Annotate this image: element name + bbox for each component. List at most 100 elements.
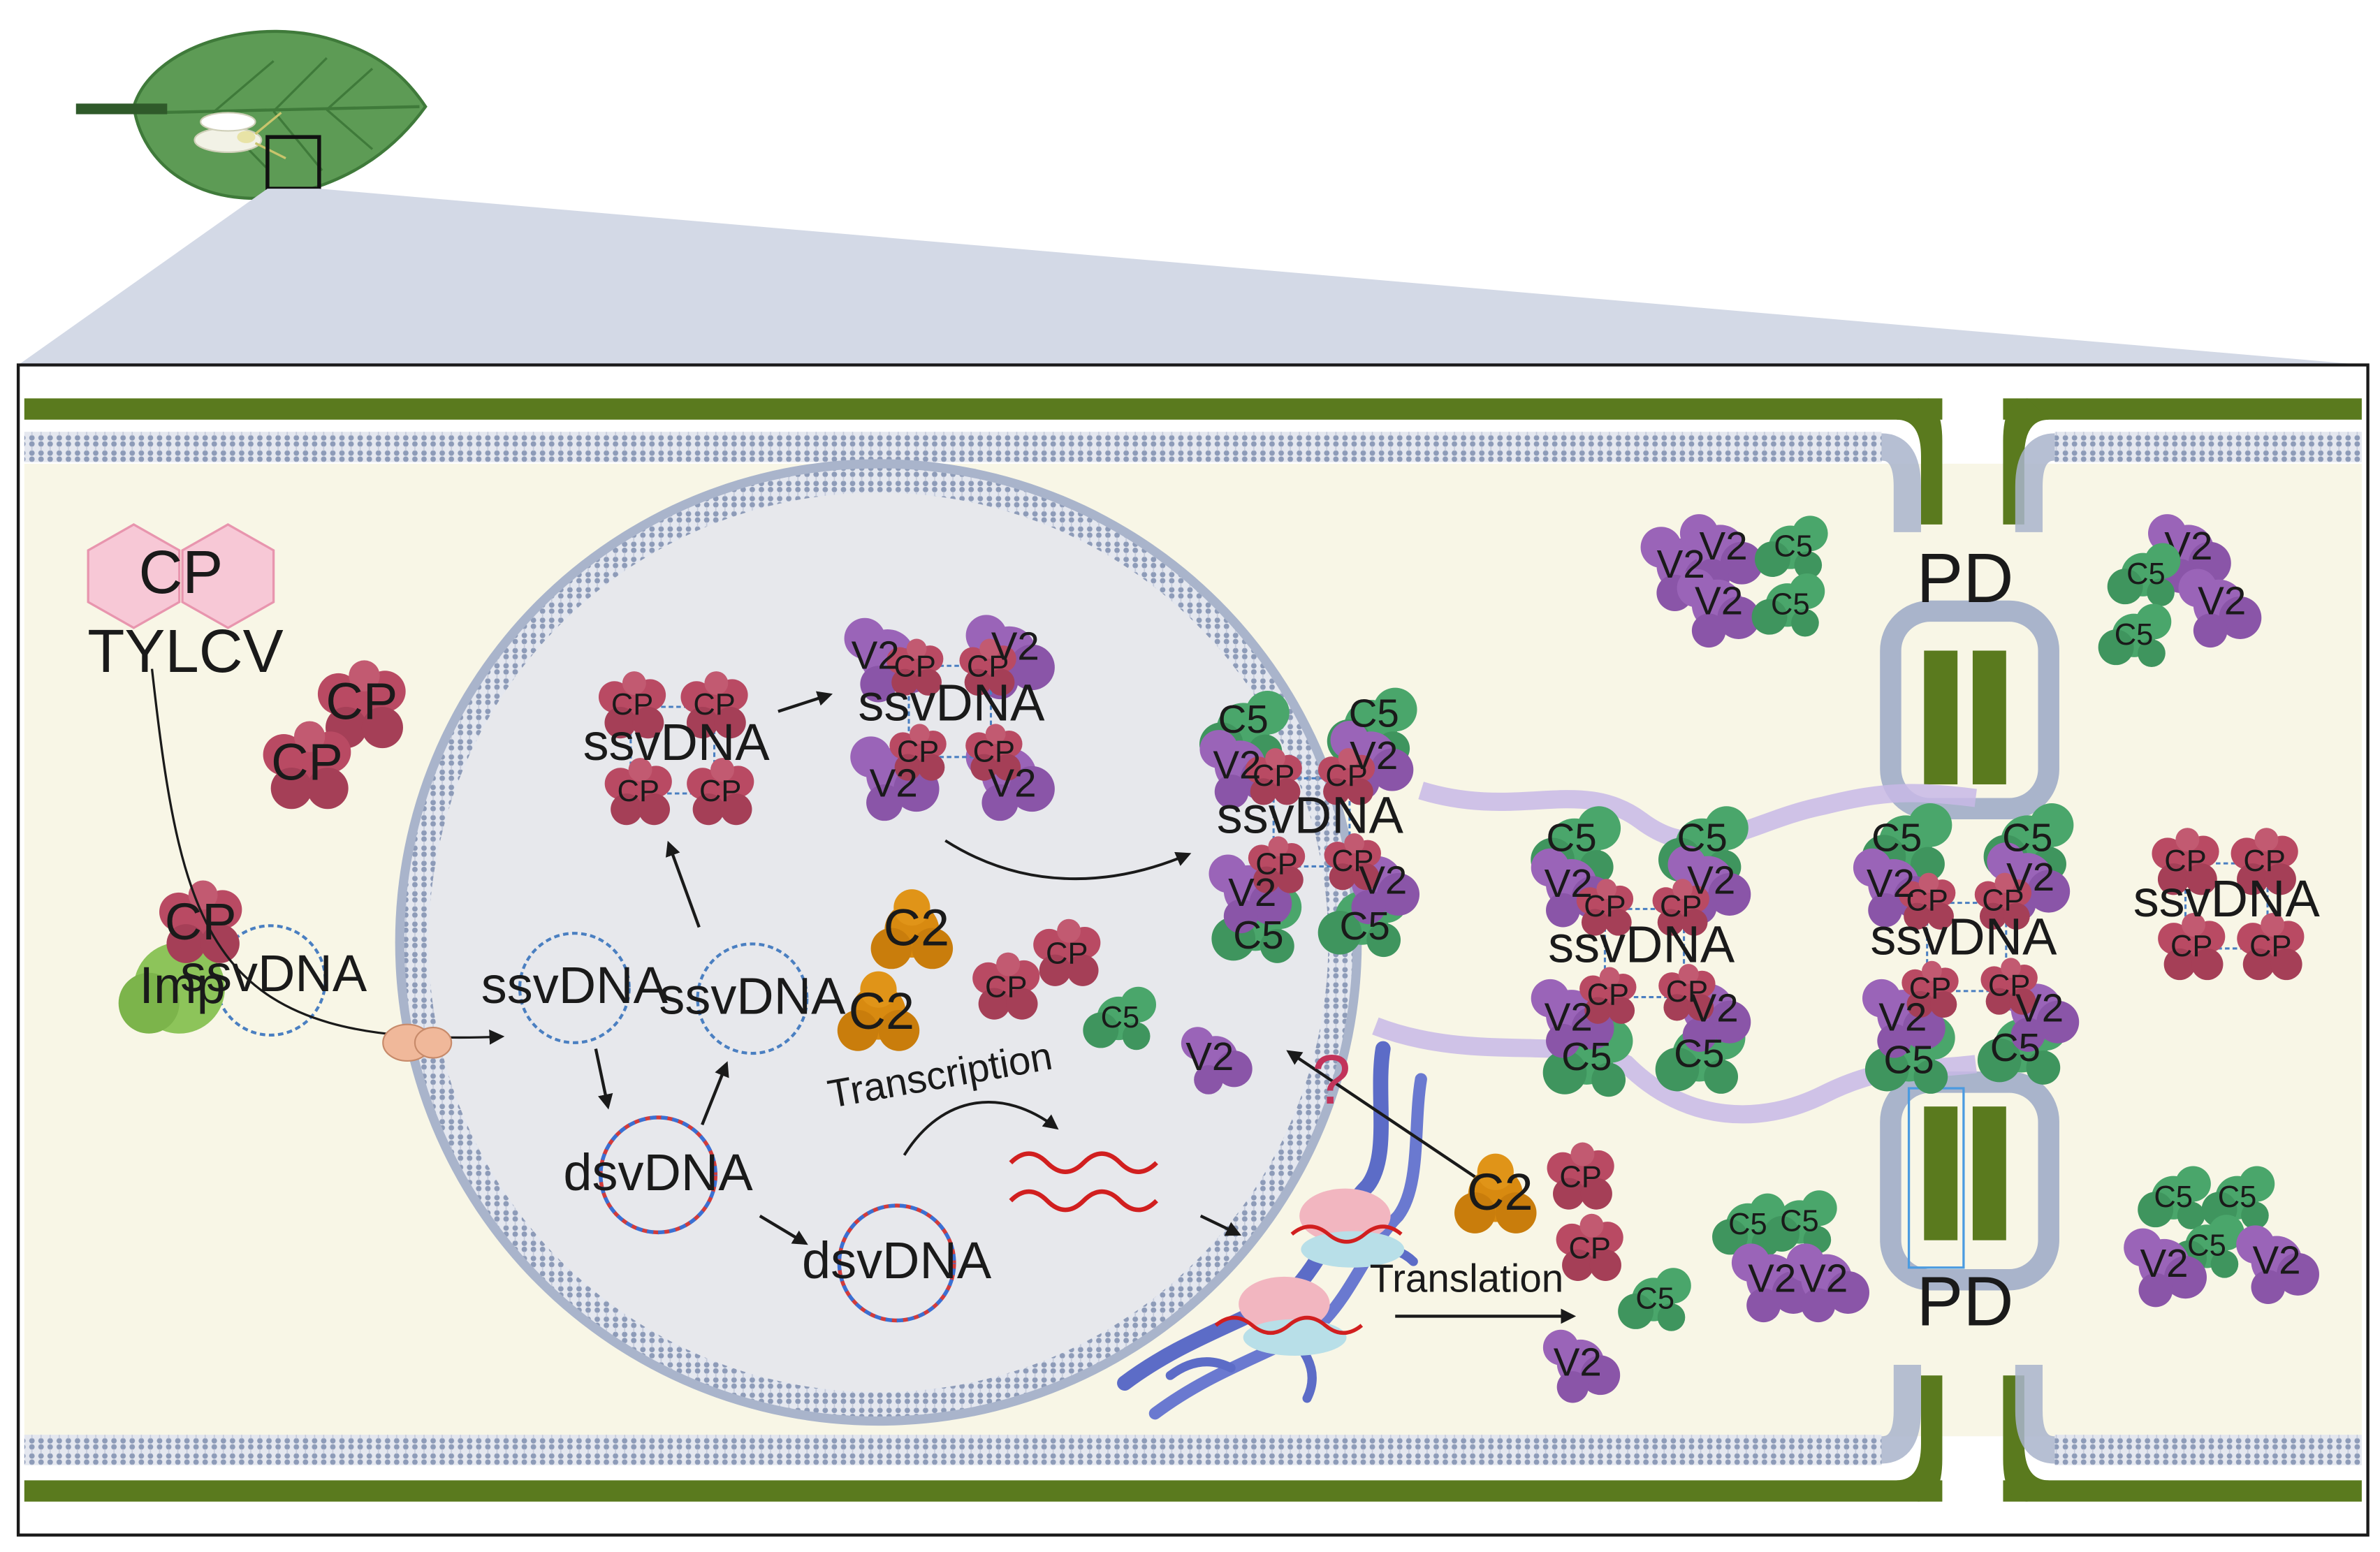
- ssvdna-label: ssvDNA: [180, 944, 367, 1002]
- c5-label: C5: [1728, 1208, 1767, 1241]
- v2-cp-ssvdna-complex-nucleus: V2 V2 V2 V2 CP CP CP CP ssvDNA: [844, 615, 1055, 821]
- ribosome: [1290, 1188, 1405, 1268]
- v2-label: V2: [2140, 1241, 2188, 1285]
- v2-label: V2: [1350, 733, 1398, 777]
- c5-label: C5: [1635, 1282, 1674, 1316]
- cp-label: CP: [973, 735, 1015, 768]
- cp-label: CP: [2243, 844, 2285, 878]
- plasma-membrane: [24, 432, 2362, 1465]
- v2-label: V2: [1213, 742, 1261, 786]
- c2-label: C2: [884, 899, 950, 957]
- cp-label: CP: [699, 775, 741, 808]
- c5-label: C5: [1883, 1037, 1934, 1081]
- c2-label: C2: [849, 982, 915, 1040]
- ribosome: [1214, 1276, 1364, 1356]
- c5-label: C5: [1774, 530, 1813, 564]
- cp-label: CP: [1982, 884, 2024, 918]
- c5-label: C5: [1871, 816, 1922, 860]
- mrna-strand: [1009, 1151, 1158, 1174]
- v2-label: V2: [1185, 1034, 1234, 1078]
- v2-c5-cluster-top-left: V2 V2 V2 C5 C5: [1640, 514, 1828, 648]
- v2-label: V2: [991, 624, 1039, 668]
- v2-c5-cluster-neighbour-bottom: C5 C5 C5 V2 V2: [2124, 1166, 2319, 1308]
- ssvdna-label: ssvDNA: [583, 713, 771, 771]
- translation-label: Translation: [1370, 1257, 1564, 1301]
- cp-label: CP: [1909, 972, 1951, 1006]
- c5-label: C5: [1780, 1205, 1819, 1238]
- cell-wall: [24, 398, 2362, 1502]
- zoom-wedge: [18, 189, 2365, 365]
- v2-label: V2: [1748, 1257, 1796, 1301]
- cp-label: CP: [1660, 890, 1702, 923]
- c5-label: C5: [1561, 1034, 1612, 1078]
- v2-label: V2: [1359, 858, 1407, 902]
- cp-cluster-cytoplasm: CP CP: [263, 660, 406, 810]
- cp-label: CP: [897, 735, 939, 768]
- v2-label: V2: [1799, 1257, 1848, 1301]
- cp-label: CP: [2164, 844, 2206, 878]
- export-arrow: [944, 839, 1192, 881]
- v2-label: V2: [2006, 855, 2054, 899]
- cp-ssvdna-complex-nucleus: CP CP CP CP ssvDNA: [583, 671, 771, 826]
- c5-label: C5: [2126, 557, 2166, 591]
- replication-cycle: ssvDNA dsvDNA ssvDNA dsvDNA: [481, 840, 992, 1321]
- c5-label: C5: [1340, 904, 1390, 948]
- arrow-to-v2-complex: [777, 691, 833, 713]
- v2-label: V2: [988, 761, 1036, 805]
- cp-label: CP: [618, 775, 659, 808]
- nuclear-proteins: C2 C2 CP CP C5 V2: [837, 889, 1253, 1095]
- v2-label: V2: [1687, 858, 1735, 902]
- c5-label: C5: [2218, 1180, 2257, 1214]
- cp-label: CP: [611, 688, 653, 722]
- c5-label: C5: [2115, 618, 2154, 652]
- cp-label: CP: [1568, 1232, 1610, 1266]
- ssvdna-label: ssvDNA: [1870, 908, 2057, 966]
- v2-label: V2: [852, 634, 900, 678]
- v2-label: V2: [1545, 995, 1593, 1039]
- v2-label: V2: [1695, 578, 1743, 622]
- v2-label: V2: [2015, 986, 2064, 1030]
- cp-label: CP: [1587, 978, 1629, 1011]
- v2-label: V2: [1545, 861, 1593, 905]
- ssvdna-label: ssvDNA: [1548, 916, 1735, 974]
- v2-label: V2: [1700, 524, 1748, 568]
- c5-v2-cp-complex-plasmodesma: C5 C5 C5 C5 V2 V2 V2 V2 CP CP CP CP ssvD…: [1853, 803, 2080, 1094]
- c2-import-arrow: [1286, 1050, 1494, 1190]
- v2-label: V2: [870, 761, 918, 805]
- cp-label: CP: [2170, 930, 2212, 963]
- cp-label: CP: [1906, 884, 1948, 918]
- nuclear-pore: [382, 1023, 453, 1062]
- whitefly-icon: [194, 112, 286, 160]
- cp-label: CP: [271, 733, 343, 791]
- v2-label: V2: [1867, 861, 1915, 905]
- translated-proteins: CP CP C5 V2: [1542, 1142, 1691, 1403]
- cp-label: CP: [1325, 759, 1367, 793]
- ssvdna-label: ssvDNA: [858, 674, 1045, 732]
- c5-label: C5: [1349, 691, 1399, 735]
- c5-label: C5: [2002, 816, 2052, 860]
- v2-label: V2: [1690, 986, 1738, 1030]
- cp-label: CP: [1255, 847, 1297, 881]
- cp-label: CP: [1559, 1161, 1601, 1194]
- dsvdna-label: dsvDNA: [563, 1143, 753, 1201]
- cp-label: CP: [1046, 937, 1088, 971]
- v2-label: V2: [1228, 870, 1276, 914]
- cp-label: CP: [1584, 890, 1626, 923]
- c5-label: C5: [1674, 1032, 1724, 1076]
- c5-v2-cp-complex-cytoplasm: C5 C5 C5 C5 V2 V2 V2 V2 CP CP CP CP ssvD…: [1531, 806, 1751, 1097]
- unknown-mark: ?: [1312, 1041, 1351, 1119]
- zoom-box: [265, 135, 321, 191]
- c5-label: C5: [1101, 1001, 1140, 1034]
- c5-label: C5: [2154, 1180, 2193, 1214]
- v2-c5-cluster-bottom-left: C5 C5 V2 V2: [1712, 1190, 1869, 1323]
- cp-label: CP: [1988, 969, 2030, 1002]
- cp-label: CP: [165, 893, 237, 951]
- c5-label: C5: [1771, 587, 1810, 621]
- v2-label: V2: [2198, 578, 2246, 622]
- cp-label: CP: [967, 650, 1009, 683]
- dsvdna-label: dsvDNA: [802, 1231, 992, 1289]
- virion-capsid-label: CP: [138, 539, 223, 606]
- c5-label: C5: [1233, 913, 1283, 957]
- v2-c5-cluster-neighbour-top: V2 V2 C5 C5: [2098, 514, 2262, 668]
